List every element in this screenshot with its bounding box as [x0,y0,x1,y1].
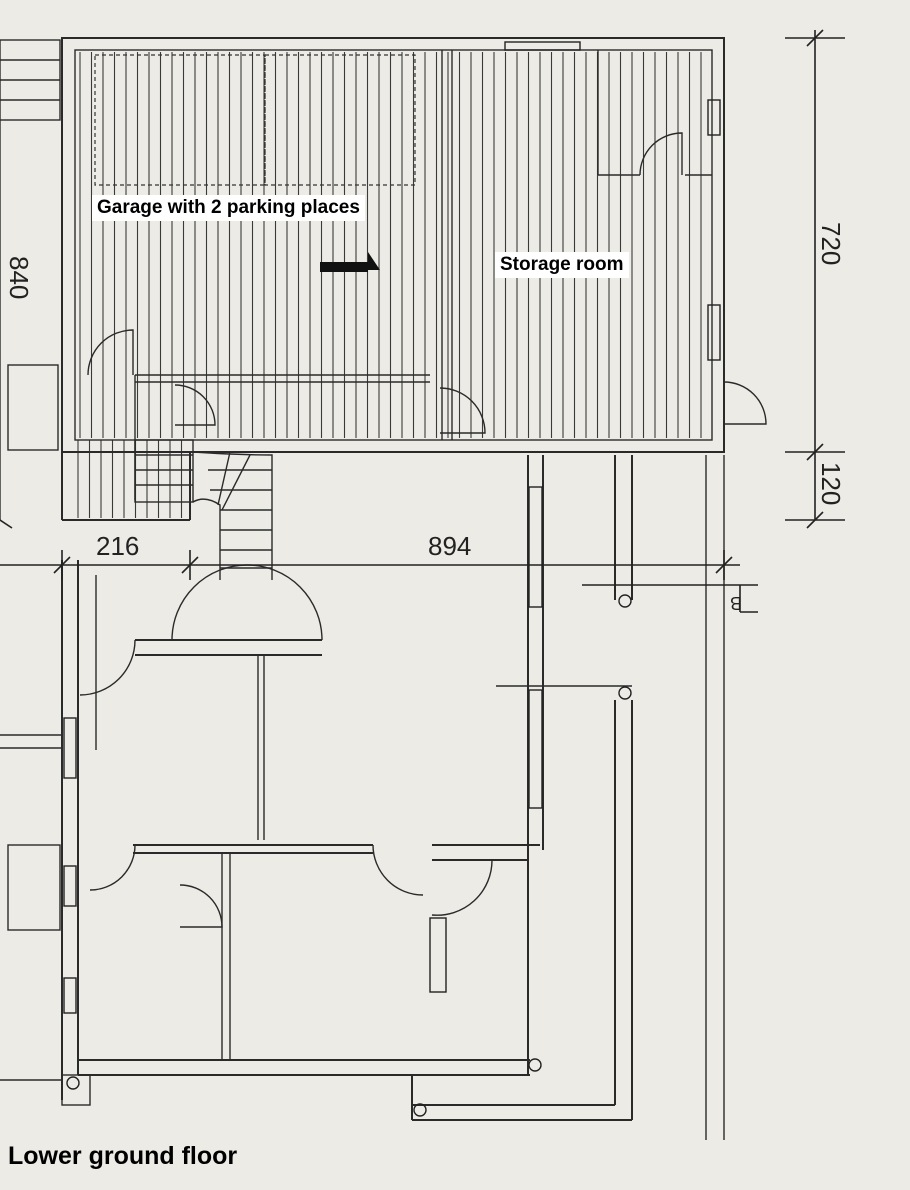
dimension-lines [0,29,845,613]
door-swings-upper [87,132,767,434]
room-label-garage: Garage with 2 parking places [92,195,365,221]
direction-arrow-icon [320,252,380,272]
columns [66,594,632,1117]
left-edge-walls [0,120,61,931]
section-marker-b: B [730,593,742,613]
room-label-storage: Storage room [495,252,629,278]
window [504,41,581,51]
window [707,304,721,361]
dimension-120: 120 [816,462,846,505]
garage-storage-walls [61,37,725,521]
floor-caption: Lower ground floor [8,1142,238,1170]
dimension-894: 894 [428,531,471,561]
window [707,99,721,136]
hatched-area-garage-storage [77,52,702,518]
dimension-840: 840 [4,256,34,299]
parking-space-outlines [94,54,416,186]
windows-lower [63,486,543,1014]
dimension-216: 216 [96,531,139,561]
door-swings-lower [79,564,493,928]
stairs [0,39,273,580]
dimension-720: 720 [816,222,846,265]
